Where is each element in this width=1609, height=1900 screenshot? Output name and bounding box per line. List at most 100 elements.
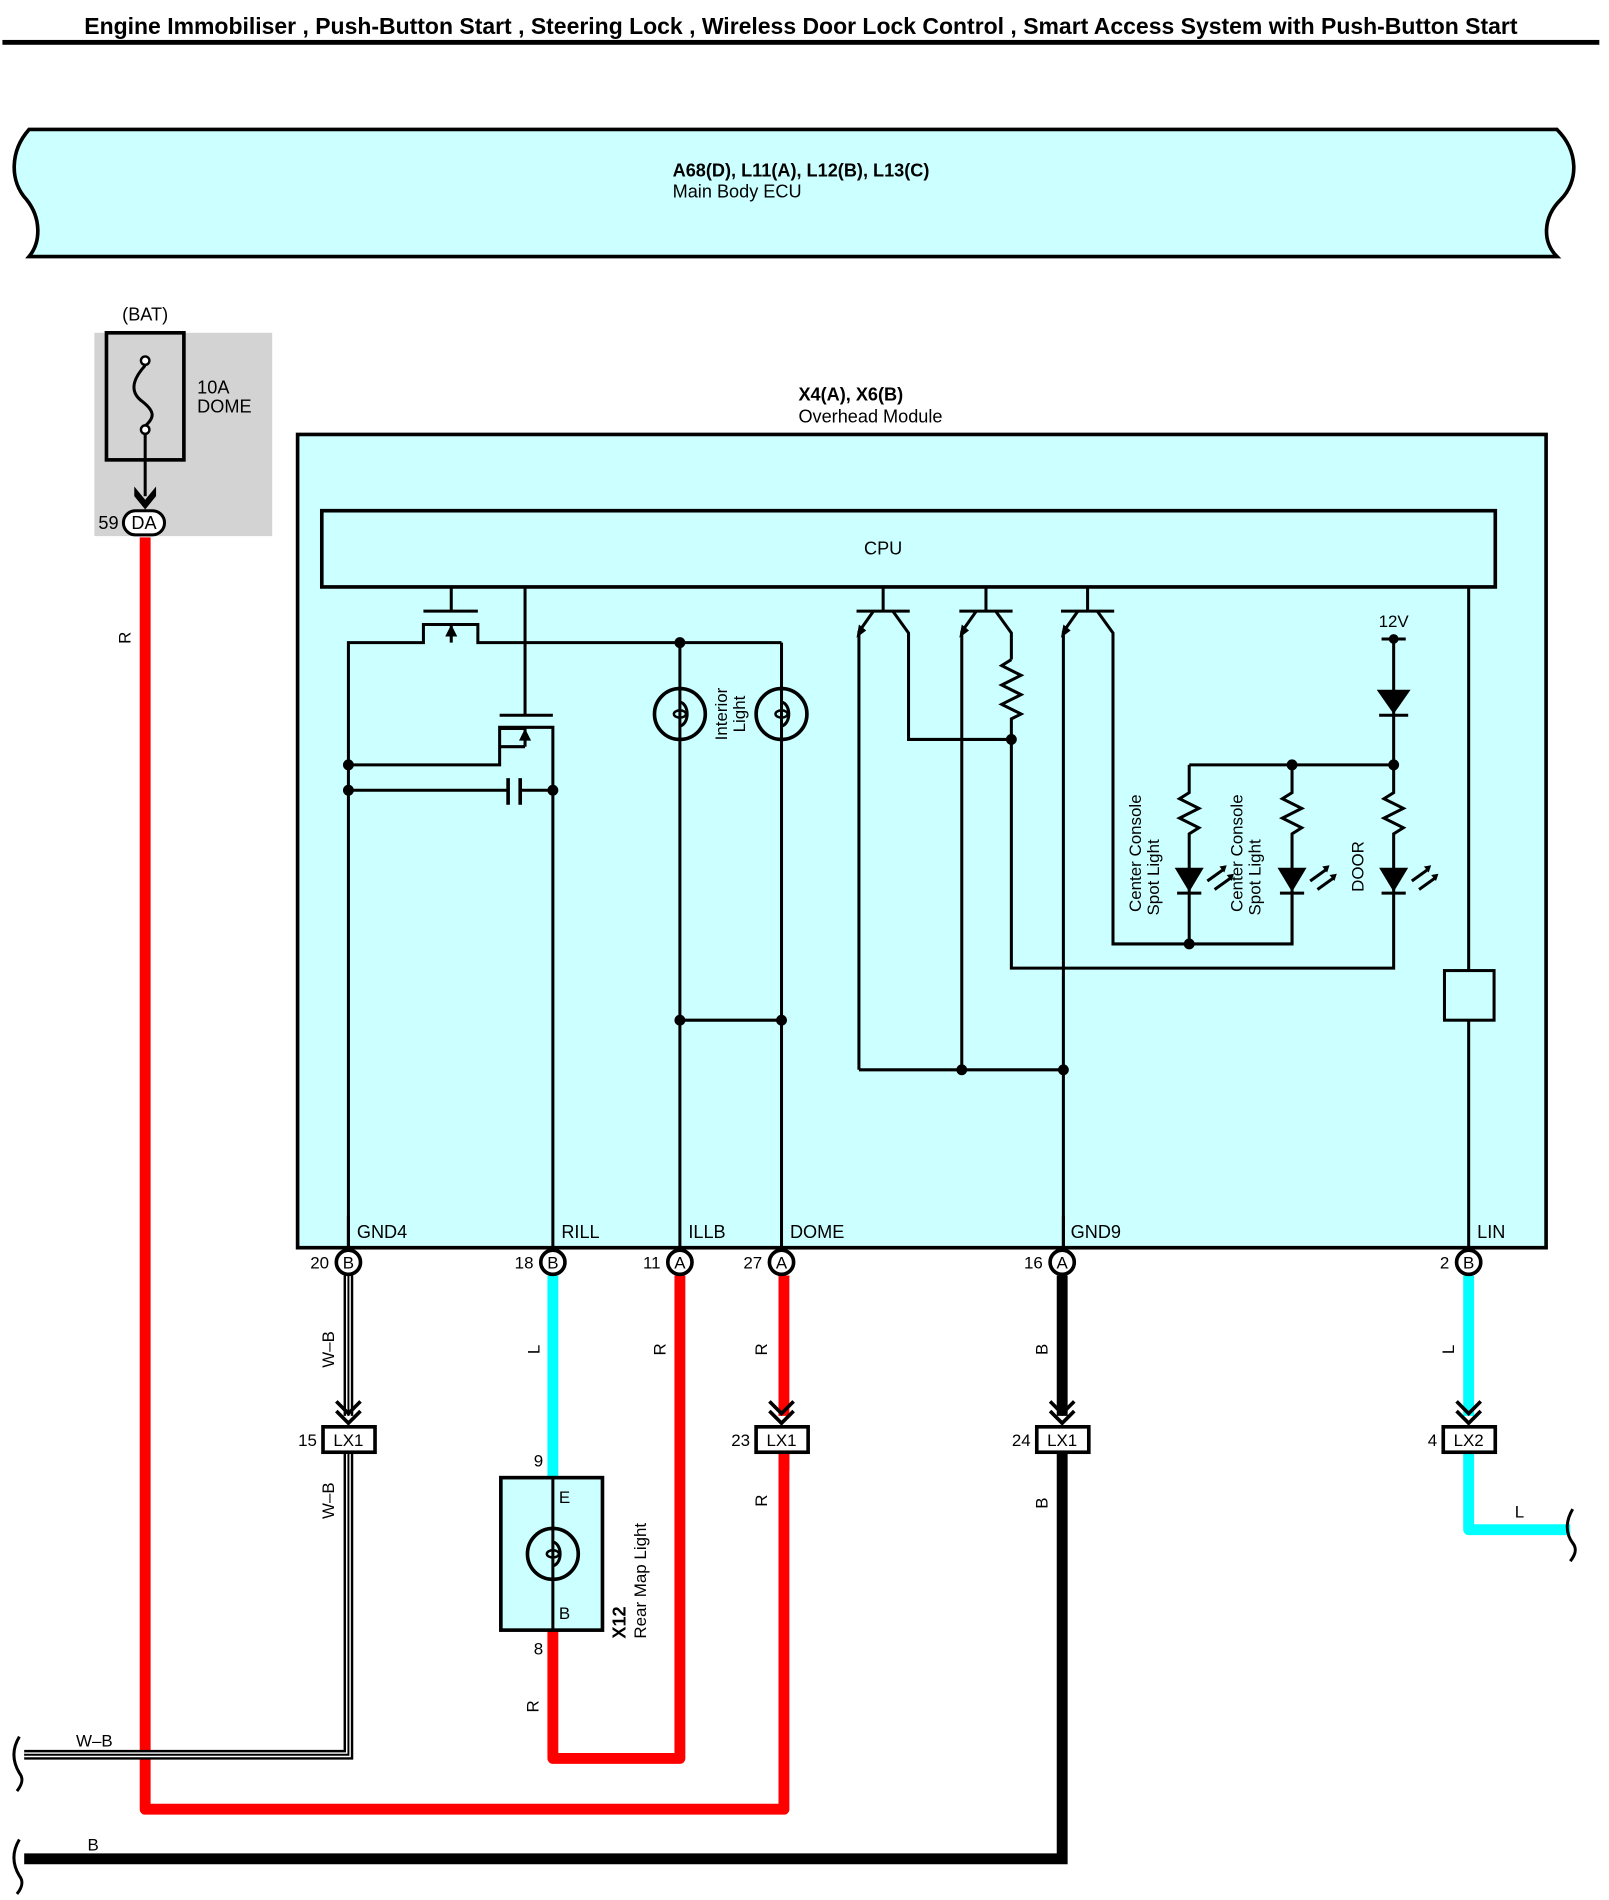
overhead-module-connectors: X4(A), X6(B) [798, 385, 903, 405]
wire-label-rear-map-return: R [523, 1700, 542, 1712]
wire-label-gnd9: B [1033, 1344, 1052, 1355]
pin-illb-connector: A [674, 1253, 686, 1272]
cpu-block [319, 508, 1498, 589]
interior-light-label-1: Interior [712, 687, 731, 740]
diode-icon [1376, 638, 1411, 765]
wire-label-lin-after: L [1515, 1503, 1524, 1522]
rear-map-light-terminal-b: B [559, 1604, 570, 1623]
main-body-ecu[interactable]: A68(D), L11(A), L12(B), L13(C) Main Body… [12, 127, 1576, 259]
junction-lx1-23-label: LX1 [766, 1431, 796, 1450]
main-body-ecu-connectors: A68(D), L11(A), L12(B), L13(C) [673, 161, 930, 181]
pin-rill-connector: B [547, 1253, 558, 1272]
door-led-icon [1379, 764, 1439, 895]
junction-lx1-15-label: LX1 [333, 1431, 363, 1450]
wire-break-icon [12, 1735, 24, 1793]
wire-label-dome-after: R [752, 1495, 771, 1507]
terminal-dome-name: DOME [790, 1222, 844, 1242]
junction-lx1-23[interactable]: LX1 23 [731, 1400, 810, 1455]
wires: R W–B W–B W–B L R R R R B B B L L [12, 537, 1577, 1895]
terminal-illb-name: ILLB [688, 1222, 725, 1242]
wire-label-rill: L [525, 1345, 544, 1354]
junction-lx1-15[interactable]: LX1 15 [298, 1400, 377, 1455]
connector-arrow-icon [768, 1400, 795, 1426]
rear-map-light-connector: X12 [609, 1606, 629, 1638]
wire-label-gnd4-bottom: W–B [76, 1731, 113, 1750]
main-body-ecu-name: Main Body ECU [673, 181, 802, 201]
wire-label-gnd9-after: B [1033, 1497, 1052, 1508]
pin-gnd4-number: 20 [310, 1253, 329, 1272]
pin-illb-number: 11 [643, 1253, 661, 1272]
resistor-icon [998, 658, 1396, 970]
dome-fuse-block[interactable]: (BAT) 10A DOME DA 59 [94, 305, 273, 537]
pin-rill-number: 18 [515, 1253, 534, 1272]
pin-dome-connector: A [776, 1253, 788, 1272]
rear-map-light-terminal-e: E [559, 1488, 570, 1507]
title-underline [2, 39, 1600, 45]
wire-label-gnd9-bottom: B [88, 1835, 99, 1854]
wire-label-lin: L [1439, 1345, 1458, 1354]
fuse-source-label: (BAT) [122, 305, 168, 325]
terminal-gnd4-name: GND4 [357, 1222, 407, 1242]
spot-light-1-label-line2: Spot Light [1144, 839, 1163, 916]
rear-map-light[interactable]: E B 9 8 X12 Rear Map Light [499, 1452, 650, 1659]
fuse-connector-da [121, 509, 167, 537]
rear-map-light-name: Rear Map Light [631, 1523, 650, 1639]
spot-light-1-led-icon [1174, 764, 1234, 944]
junction-lx1-24[interactable]: LX1 24 [1012, 1400, 1091, 1455]
cpu-label: CPU [864, 538, 902, 558]
junction-lx2-4-pin: 4 [1428, 1431, 1437, 1450]
fuse-icon [132, 355, 154, 436]
wire-r-fuse-to-dome[interactable] [139, 537, 790, 1815]
pin-rill[interactable]: B 18 [515, 1248, 567, 1277]
junction-lx2-4-label: LX2 [1454, 1431, 1484, 1450]
junction-lx2-4[interactable]: LX2 4 [1428, 1400, 1498, 1455]
pin-lin[interactable]: B 2 [1440, 1248, 1483, 1277]
wire-break-icon [12, 1838, 24, 1895]
fuse-connector-label: DA [131, 513, 157, 533]
diagram-title: Engine Immobiliser , Push-Button Start ,… [84, 13, 1518, 39]
overhead-module-name: Overhead Module [798, 406, 942, 426]
overhead-module[interactable]: X4(A), X6(B) Overhead Module CPU [295, 385, 1548, 1250]
bulb-icon [525, 1526, 581, 1582]
junction-lx1-24-label: LX1 [1047, 1431, 1077, 1450]
connector-arrow-icon [1048, 1400, 1076, 1426]
wire-wb-gnd4[interactable] [24, 1275, 354, 1760]
wire-r-illb[interactable] [547, 1275, 686, 1764]
pin-gnd4[interactable]: B 20 [310, 1248, 363, 1277]
fuse-rating: 10A [197, 377, 230, 397]
pin-gnd4-connector: B [343, 1253, 354, 1272]
pin-dome-number: 27 [743, 1253, 762, 1272]
supply-12v-label: 12V [1379, 612, 1410, 631]
terminal-gnd9-name: GND9 [1071, 1222, 1121, 1242]
wire-label-fuse-out: R [116, 632, 135, 644]
fuse-pin: 59 [98, 513, 118, 533]
pin-gnd9-number: 16 [1024, 1253, 1043, 1272]
spot-light-1-label-line1: Center Console [1126, 794, 1145, 912]
connector-arrow-icon [335, 1400, 362, 1426]
wire-l-lin[interactable] [1463, 1275, 1571, 1536]
connector-arrow-icon [134, 486, 157, 510]
wire-label-dome: R [752, 1343, 771, 1355]
door-led-label: DOOR [1348, 841, 1367, 892]
wire-break-icon [1565, 1508, 1577, 1563]
junction-lx1-24-pin: 24 [1012, 1431, 1031, 1450]
pin-dome[interactable]: A 27 [743, 1248, 796, 1277]
connector-arrow-icon [1455, 1400, 1483, 1426]
wire-label-illb: R [650, 1343, 669, 1355]
interior-light-label-2: Light [730, 695, 749, 732]
terminal-dividers [346, 1216, 1065, 1248]
pin-gnd9[interactable]: A 16 [1024, 1248, 1077, 1277]
pin-lin-connector: B [1463, 1253, 1474, 1272]
junction-lx1-23-pin: 23 [731, 1431, 750, 1450]
wire-label-gnd4-after: W–B [319, 1482, 338, 1519]
spot-light-2-led-icon [1277, 764, 1337, 944]
junction-lx1-15-pin: 15 [298, 1431, 317, 1450]
terminal-rill-name: RILL [561, 1222, 599, 1242]
spot-light-2-label-line1: Center Console [1227, 794, 1246, 912]
wire-b-gnd9[interactable] [24, 1275, 1068, 1865]
pin-illb[interactable]: A 11 [643, 1248, 694, 1277]
interior-light-icon [652, 642, 809, 1248]
module-terminal-pins: B 20 B 18 A 11 A 27 A 16 B 2 [310, 1248, 1483, 1277]
mosfet-1-icon [346, 588, 782, 1248]
